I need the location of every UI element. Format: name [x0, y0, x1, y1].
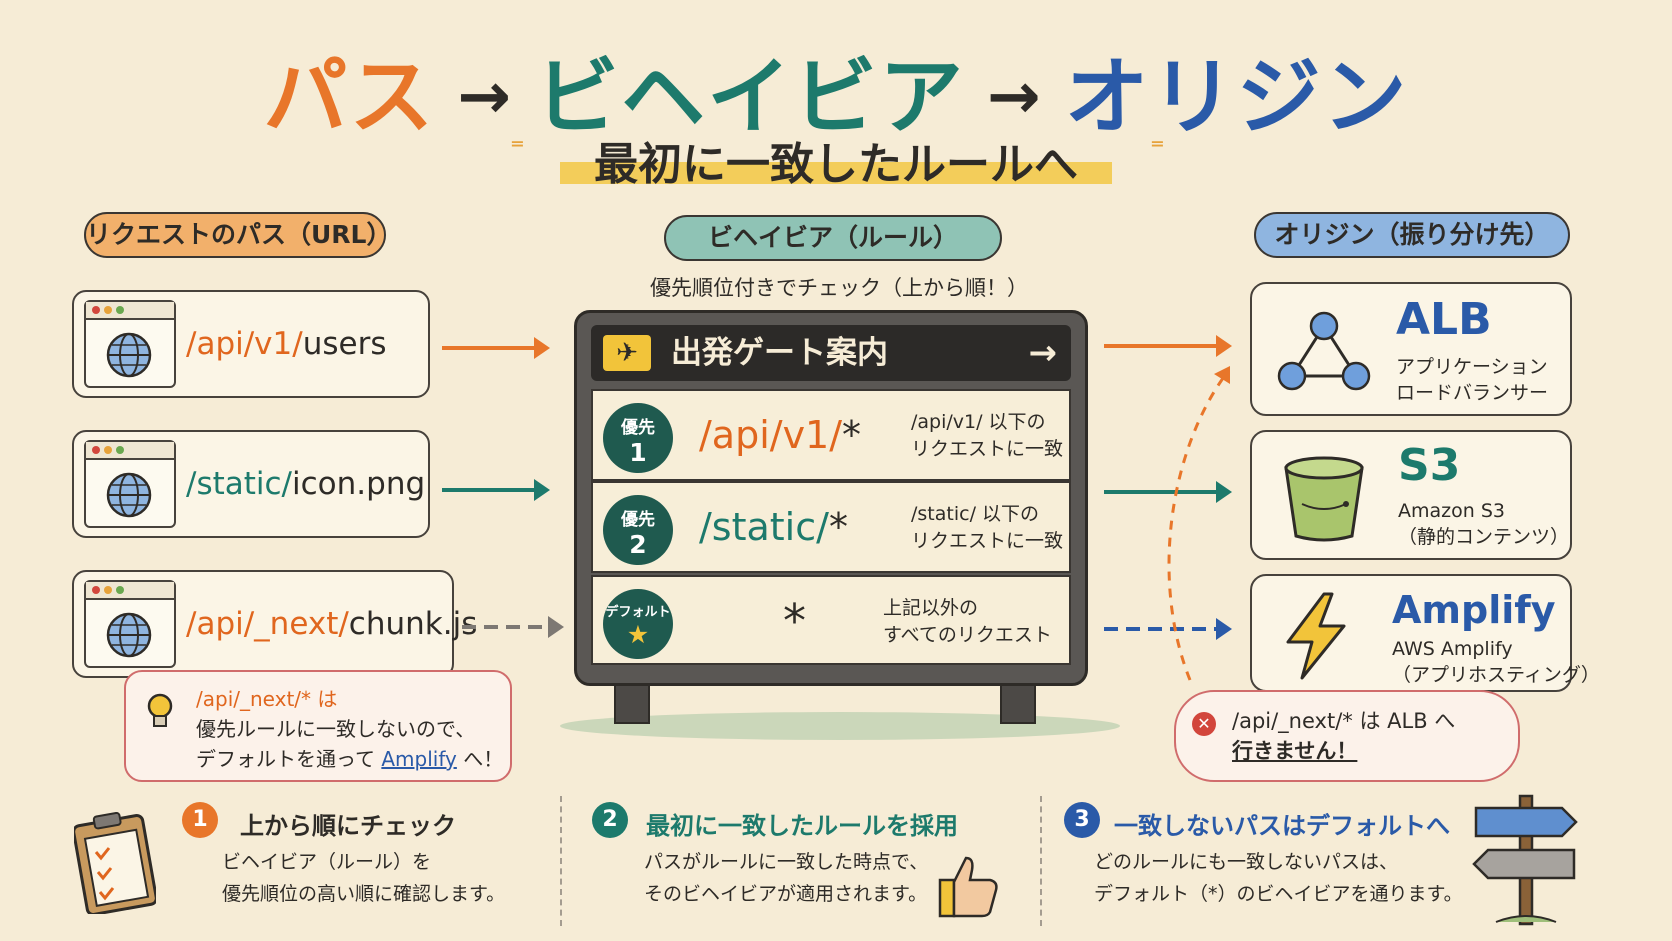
thumbs-up-icon: [938, 856, 998, 918]
airplane-icon: ✈: [603, 335, 651, 371]
title-arrow-2: →: [987, 60, 1043, 134]
arrow-request-3-dashed: [462, 616, 564, 638]
step-body-3: どのルールにも一致しないパスは、デフォルト（*）のビヘイビアを通ります。: [1094, 851, 1463, 905]
origin-card-amplify: Amplify AWS Amplify（アプリホスティング）: [1250, 574, 1600, 692]
rule-description: 上記以外のすべてのリクエスト: [883, 597, 1052, 646]
board-title: 出発ゲート案内: [671, 335, 888, 371]
step-number-1: 1: [182, 802, 218, 838]
rule-pattern: *: [783, 594, 806, 648]
default-badge: デフォルト★: [603, 589, 673, 659]
divider-2: [1040, 796, 1042, 926]
step-number-2: 2: [592, 802, 628, 838]
request-card-next: /api/_next/chunk.js: [72, 570, 477, 678]
dashed-curve-not-alb: [1167, 366, 1230, 681]
rule-description: /static/ 以下のリクエストに一致: [911, 503, 1064, 552]
callout-text: /api/_next/* は ALB へ 行きません！: [1232, 709, 1456, 763]
divider-1: [560, 796, 562, 926]
lightbulb-icon: [147, 693, 173, 727]
bucket-icon: [1284, 456, 1364, 542]
subtitle: 最初に一致したルールへ: [560, 128, 1112, 190]
origin-card-s3: S3 Amazon S3（静的コンテンツ）: [1250, 430, 1572, 560]
sparkle-left-icon: ⁼: [510, 132, 525, 165]
origin-description: アプリケーションロードバランサー: [1396, 356, 1549, 404]
arrow-request-2: [442, 479, 550, 501]
callout-text: /api/_next/* は 優先ルールに一致しないので、 デフォルトを通って …: [196, 687, 504, 771]
globe-icon: [106, 472, 152, 518]
title-path: パス: [263, 48, 436, 146]
x-circle-icon: ✕: [1192, 712, 1216, 736]
origin-name: S3: [1398, 440, 1461, 491]
request-card-users: /api/v1/users: [72, 290, 430, 398]
arrow-to-s3: [1104, 481, 1232, 503]
step-title-1: 上から順にチェック: [240, 812, 456, 840]
origin-name: Amplify: [1392, 588, 1556, 632]
section-requests-label: リクエストのパス（URL）: [84, 212, 391, 258]
browser-window-icon: [84, 300, 176, 388]
rule-pattern: /api/v1/*: [699, 413, 862, 457]
origin-name: ALB: [1396, 294, 1492, 345]
step-body-1: ビヘイビア（ルール）を優先順位の高い順に確認します。: [222, 851, 506, 905]
origin-description: Amazon S3（静的コンテンツ）: [1398, 500, 1570, 548]
globe-icon: [106, 612, 152, 658]
origin-description: AWS Amplify（アプリホスティング）: [1392, 638, 1600, 686]
title-arrow-1: →: [457, 60, 513, 134]
signpost-icon: [1472, 794, 1578, 926]
behavior-row-default: デフォルト★ * 上記以外のすべてのリクエスト: [591, 575, 1071, 665]
step-title-2: 最初に一致したルールを採用: [646, 812, 958, 840]
request-card-static: /static/icon.png: [72, 430, 430, 538]
board-arrow: →: [1028, 333, 1058, 373]
rule-pattern: /static/*: [699, 505, 848, 549]
request-path-text: /static/icon.png: [186, 466, 426, 502]
board-leg-left: [614, 684, 650, 724]
arrow-to-alb: [1104, 335, 1232, 357]
globe-icon: [106, 332, 152, 378]
origin-card-alb: ALB アプリケーションロードバランサー: [1250, 282, 1572, 416]
board-header: ✈ 出発ゲート案内 →: [591, 325, 1071, 381]
load-balancer-icon: [1277, 311, 1371, 391]
arrow-request-1: [442, 337, 550, 359]
browser-window-icon: [84, 440, 176, 528]
lightning-icon: [1286, 592, 1346, 680]
step-body-2: パスがルールに一致した時点で、そのビヘイビアが適用されます。: [644, 851, 929, 905]
step-number-3: 3: [1064, 802, 1100, 838]
rule-description: /api/v1/ 以下のリクエストに一致: [911, 411, 1064, 460]
callout-not-alb: ✕ /api/_next/* は ALB へ 行きません！: [1174, 690, 1520, 782]
section-origins-label: オリジン（振り分け先）: [1254, 212, 1570, 258]
board-leg-right: [1000, 684, 1036, 724]
sparkle-right-icon: ⁼: [1150, 132, 1165, 165]
request-path-text: /api/_next/chunk.js: [186, 606, 478, 642]
title-origin: オリジン: [1064, 48, 1409, 146]
arrow-to-amplify-dashed: [1104, 618, 1232, 640]
step-title-3: 一致しないパスはデフォルトへ: [1114, 812, 1450, 840]
section-behaviors-label: ビヘイビア（ルール）: [664, 215, 1002, 261]
page-title: パス→ビヘイビア→オリジン: [0, 30, 1672, 151]
clipboard-icon: [74, 811, 156, 914]
behaviors-note: 優先順位付きでチェック（上から順！）: [650, 276, 1028, 300]
callout-next-explanation: /api/_next/* は 優先ルールに一致しないので、 デフォルトを通って …: [124, 670, 512, 782]
browser-window-icon: [84, 580, 176, 668]
request-path-text: /api/v1/users: [186, 326, 387, 362]
